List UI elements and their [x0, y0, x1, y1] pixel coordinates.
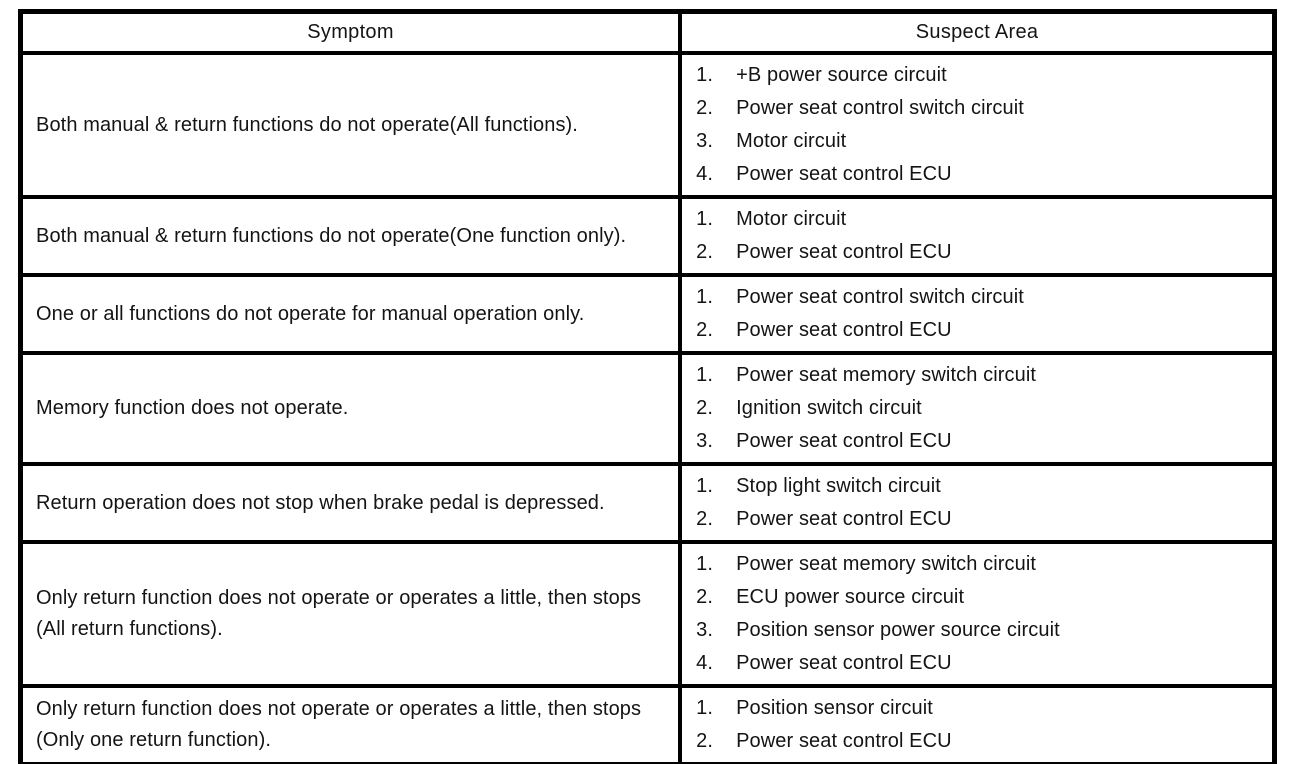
suspect-item: 1. Position sensor circuit	[696, 692, 1264, 725]
suspect-text: Motor circuit	[736, 130, 847, 152]
suspect-number: 2.	[696, 508, 713, 530]
suspect-number: 1.	[696, 475, 713, 497]
symptom-cell: Both manual & return functions do not op…	[18, 195, 683, 277]
symptom-text: Return operation does not stop when brak…	[36, 491, 605, 514]
suspect-list: 1. Motor circuit 2. Power seat control ECU	[696, 203, 1264, 269]
suspect-text: +B power source circuit	[736, 64, 947, 86]
symptom-cell: Only return function does not operate or…	[18, 684, 683, 764]
symptom-cell: Only return function does not operate or…	[18, 540, 683, 688]
suspect-text: Motor circuit	[736, 208, 847, 230]
suspect-text: Power seat control ECU	[736, 508, 952, 530]
symptom-text: Both manual & return functions do not op…	[36, 113, 578, 136]
suspect-text: Stop light switch circuit	[736, 475, 941, 497]
suspect-item: 4. Power seat control ECU	[696, 158, 1264, 191]
suspect-cell: 1. Motor circuit 2. Power seat control ECU	[678, 195, 1277, 277]
suspect-item: 2. Power seat control ECU	[696, 503, 1264, 536]
suspect-item: 1. Power seat memory switch circuit	[696, 548, 1264, 581]
suspect-cell: 1. +B power source circuit 2. Power seat co…	[678, 51, 1277, 199]
suspect-number: 2.	[696, 241, 713, 263]
suspect-number: 4.	[696, 163, 713, 185]
suspect-cell: 1. Stop light switch circuit 2. Power seat …	[678, 462, 1277, 544]
suspect-item: 3. Position sensor power source circuit	[696, 614, 1264, 647]
header-row: Symptom Suspect Area	[18, 9, 1277, 55]
symptom-text: Only return function does not operate or…	[36, 698, 642, 751]
suspect-list: 1. Stop light switch circuit 2. Power seat …	[696, 470, 1264, 536]
suspect-item: 1. Power seat memory switch circuit	[696, 359, 1264, 392]
suspect-item: 2. Power seat control ECU	[696, 725, 1264, 758]
table-row: Only return function does not operate or…	[18, 540, 1277, 688]
header-suspect-area: Suspect Area	[678, 9, 1277, 55]
suspect-number: 1.	[696, 208, 713, 230]
suspect-text: Position sensor circuit	[736, 697, 933, 719]
suspect-text: Power seat control ECU	[736, 319, 952, 341]
suspect-text: Power seat control ECU	[736, 430, 952, 452]
suspect-item: 1. Motor circuit	[696, 203, 1264, 236]
suspect-item: 2. Ignition switch circuit	[696, 392, 1264, 425]
symptom-cell: Memory function does not operate.	[18, 351, 683, 466]
suspect-number: 1.	[696, 364, 713, 386]
suspect-text: Power seat control ECU	[736, 241, 952, 263]
suspect-list: 1. Power seat control switch circuit 2. Pow…	[696, 281, 1264, 347]
table-row: Return operation does not stop when brak…	[18, 462, 1277, 544]
suspect-number: 3.	[696, 619, 713, 641]
suspect-number: 2.	[696, 319, 713, 341]
header-symptom: Symptom	[18, 9, 683, 55]
suspect-item: 2. ECU power source circuit	[696, 581, 1264, 614]
suspect-text: Power seat memory switch circuit	[736, 553, 1037, 575]
suspect-item: 2. Power seat control switch circuit	[696, 92, 1264, 125]
symptom-text: Only return function does not operate or…	[36, 587, 642, 640]
symptom-diagnosis-table: Symptom Suspect Area Both manual & retur…	[18, 9, 1277, 764]
suspect-text: Power seat control ECU	[736, 730, 952, 752]
suspect-list: 1. +B power source circuit 2. Power seat co…	[696, 59, 1264, 191]
suspect-number: 3.	[696, 430, 713, 452]
suspect-text: Position sensor power source circuit	[736, 619, 1060, 641]
suspect-item: 3. Motor circuit	[696, 125, 1264, 158]
symptom-text: Both manual & return functions do not op…	[36, 224, 627, 247]
suspect-number: 2.	[696, 97, 713, 119]
suspect-item: 2. Power seat control ECU	[696, 314, 1264, 347]
suspect-cell: 1. Position sensor circuit 2. Power seat co…	[678, 684, 1277, 764]
suspect-item: 1. +B power source circuit	[696, 59, 1264, 92]
suspect-text: Power seat control ECU	[736, 652, 952, 674]
suspect-cell: 1. Power seat control switch circuit 2. Pow…	[678, 273, 1277, 355]
suspect-text: Power seat control ECU	[736, 163, 952, 185]
symptom-text: Memory function does not operate.	[36, 397, 349, 419]
table-row: Memory function does not operate. 1. Powe…	[18, 351, 1277, 466]
symptom-cell: Return operation does not stop when brak…	[18, 462, 683, 544]
suspect-number: 2.	[696, 586, 713, 608]
table-row: Only return function does not operate or…	[18, 684, 1277, 764]
suspect-cell: 1. Power seat memory switch circuit 2. Igni…	[678, 351, 1277, 466]
symptom-cell: One or all functions do not operate for …	[18, 273, 683, 355]
suspect-item: 4. Power seat control ECU	[696, 647, 1264, 680]
suspect-number: 1.	[696, 286, 713, 308]
suspect-item: 3. Power seat control ECU	[696, 425, 1264, 458]
suspect-list: 1. Position sensor circuit 2. Power seat co…	[696, 692, 1264, 758]
suspect-text: Power seat control switch circuit	[736, 286, 1024, 308]
suspect-number: 2.	[696, 397, 713, 419]
suspect-number: 1.	[696, 553, 713, 575]
suspect-item: 1. Power seat control switch circuit	[696, 281, 1264, 314]
table-row: Both manual & return functions do not op…	[18, 51, 1277, 199]
suspect-text: Power seat memory switch circuit	[736, 364, 1037, 386]
suspect-number: 4.	[696, 652, 713, 674]
suspect-number: 1.	[696, 64, 713, 86]
symptom-text: One or all functions do not operate for …	[36, 302, 585, 325]
suspect-list: 1. Power seat memory switch circuit 2. ECU …	[696, 548, 1264, 680]
suspect-number: 1.	[696, 697, 713, 719]
suspect-number: 2.	[696, 730, 713, 752]
suspect-text: ECU power source circuit	[736, 586, 965, 608]
suspect-number: 3.	[696, 130, 713, 152]
suspect-text: Power seat control switch circuit	[736, 97, 1024, 119]
table-row: Both manual & return functions do not op…	[18, 195, 1277, 277]
suspect-list: 1. Power seat memory switch circuit 2. Igni…	[696, 359, 1264, 458]
suspect-item: 2. Power seat control ECU	[696, 236, 1264, 269]
table-row: One or all functions do not operate for …	[18, 273, 1277, 355]
suspect-item: 1. Stop light switch circuit	[696, 470, 1264, 503]
suspect-text: Ignition switch circuit	[736, 397, 922, 419]
suspect-cell: 1. Power seat memory switch circuit 2. ECU …	[678, 540, 1277, 688]
symptom-cell: Both manual & return functions do not op…	[18, 51, 683, 199]
symptom-table-body: Both manual & return functions do not op…	[18, 51, 1277, 764]
